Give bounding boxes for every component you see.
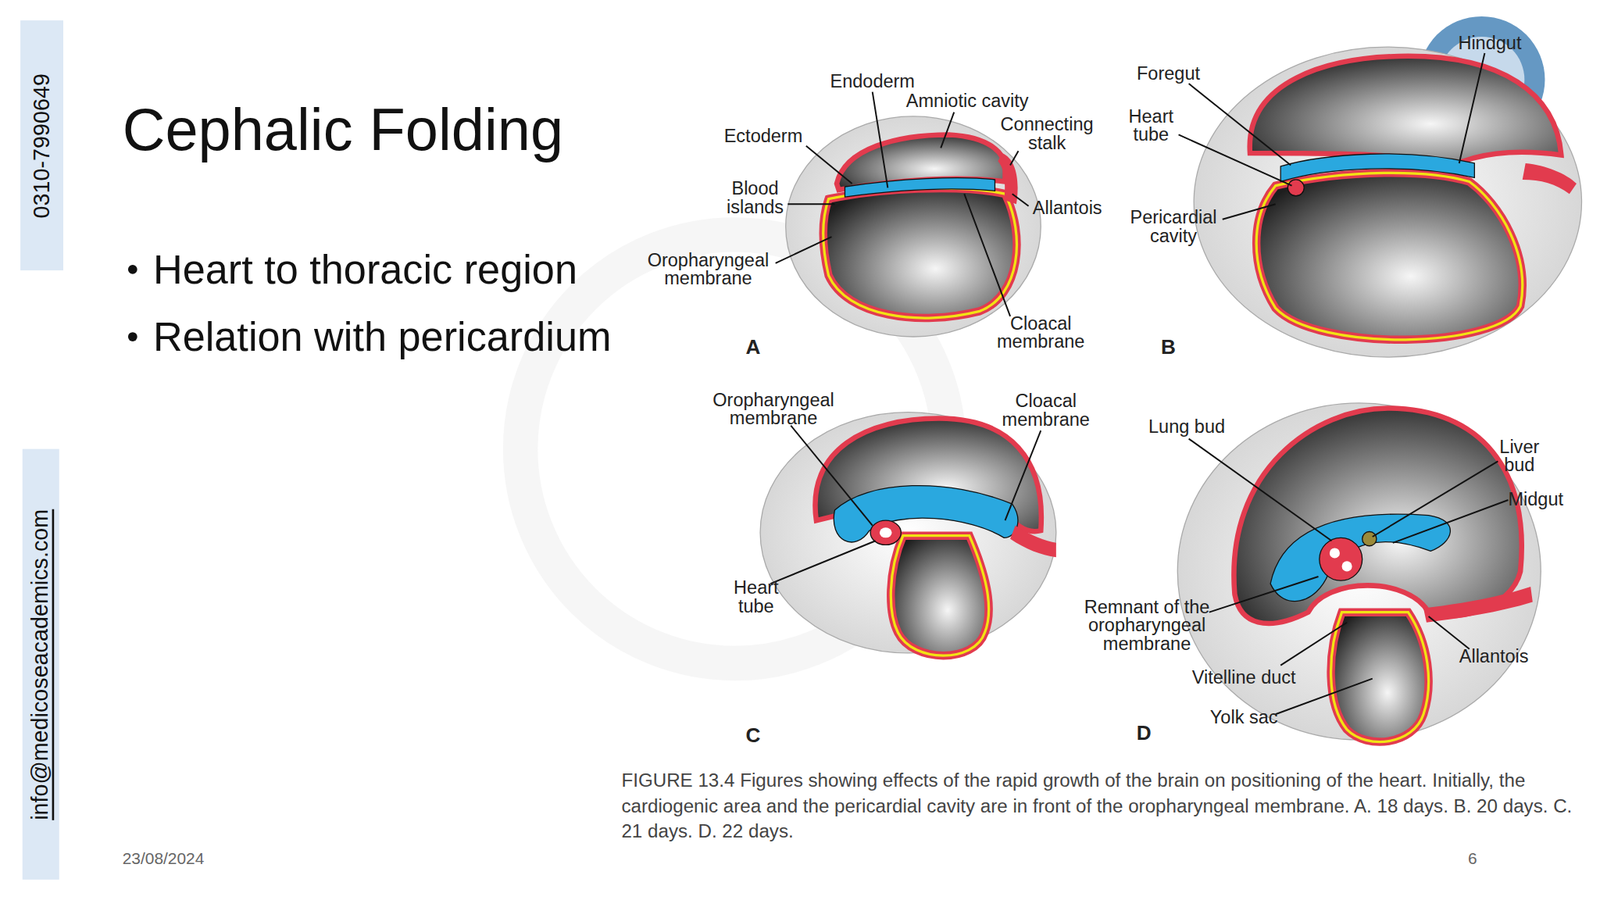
leader-line [1459,53,1486,164]
slide-footer: 23/08/2024 [122,850,205,868]
leader-line [1209,576,1319,613]
leader-line [1280,622,1347,666]
part-label: Connecting stalk [996,115,1099,153]
panel-letter: C [745,724,761,745]
slide-footer: 6 [1467,850,1478,868]
amniotic-cavity [1250,56,1562,166]
leader-line [1392,500,1509,543]
bullet-text: Relation with pericardium [153,316,612,358]
leader-line [1372,460,1499,537]
allantois-stalk [1423,586,1533,623]
liver-bud [1362,531,1377,546]
bullet-dot [128,332,138,342]
part-label: Lung bud [1148,417,1225,436]
leader-line [1012,193,1029,207]
part-label: Yolk sac [1210,707,1279,727]
panel-letter: B [1160,336,1176,358]
slide-title: Cephalic Folding [122,100,564,160]
endoderm-line [1256,172,1523,340]
panel-letter: D [1136,722,1152,743]
part-label: Foregut [1136,64,1200,83]
part-label: Liver bud [1492,437,1547,475]
part-label: Midgut [1507,489,1564,509]
heart-lumen [879,527,893,538]
part-label: Pericardial cavity [1125,207,1222,245]
yolk-sac [1256,172,1523,340]
part-label: Oropharyngeal membrane [707,390,840,428]
leader-line [1010,150,1018,165]
leader-line [872,92,889,189]
embryo-halo [1193,46,1582,358]
leader-line [1222,203,1276,220]
heart-lumen [1342,560,1353,572]
heart-tube [1287,179,1304,197]
embryonic-disc [844,178,995,198]
leader-line [806,146,853,184]
leader-lines [770,53,1508,715]
bullet-dot [128,264,138,275]
yolk-sac [823,188,1018,318]
part-label: Oropharyngeal membrane [642,250,775,288]
part-label: Blood islands [718,179,793,217]
contact-text: info@medicoseacademics.com [27,508,54,820]
leader-line [1005,430,1042,521]
amniotic-cavity [1233,407,1522,624]
part-label: Allantois [1459,646,1529,666]
part-label: Remnant of the oropharyngeal membrane [1082,597,1211,654]
leader-line [1178,134,1293,186]
leader-line [964,193,1011,317]
leader-line [940,112,954,149]
part-label: Ectoderm [724,126,804,146]
panel-letter: A [745,336,761,358]
connecting-stalk [1010,525,1057,558]
bullet-text: Heart to thoracic region [153,249,578,290]
leader-line [1428,616,1470,650]
part-label: Allantois [1032,199,1103,218]
part-label: Cloacal membrane [997,392,1095,429]
leader-line [1189,439,1333,542]
embryonic-disc [1280,153,1475,183]
yolk-sac [1331,612,1429,743]
leader-line [790,425,872,526]
gut-endoderm [1270,514,1450,602]
part-label: Endoderm [829,72,915,92]
leader-line [1189,83,1292,165]
endoderm-line [1331,612,1429,743]
endoderm-line [890,535,989,656]
part-label: Heart tube [725,578,787,616]
leader-line [787,203,835,205]
contact-band: 0310-7990649 [20,20,64,271]
part-label: Amniotic cavity [906,92,1029,111]
connecting-stalk [1522,163,1577,194]
heart-tube [1319,537,1363,581]
yolk-sac [890,535,989,656]
contact-band: info@medicoseacademics.com [22,449,60,880]
leader-line [770,540,876,584]
part-label: Vitelline duct [1192,668,1297,688]
part-label: Heart tube [1120,107,1182,144]
part-label: Cloacal membrane [992,314,1090,351]
contact-text: 0310-7990649 [28,72,56,218]
heart-lumen [1329,547,1340,558]
figure-caption: FIGURE 13.4 Figures showing effects of t… [621,767,1593,844]
part-label: Hindgut [1457,33,1522,53]
embryo-halo [785,116,1042,337]
leader-line [775,236,833,264]
endoderm-line [823,188,1018,318]
